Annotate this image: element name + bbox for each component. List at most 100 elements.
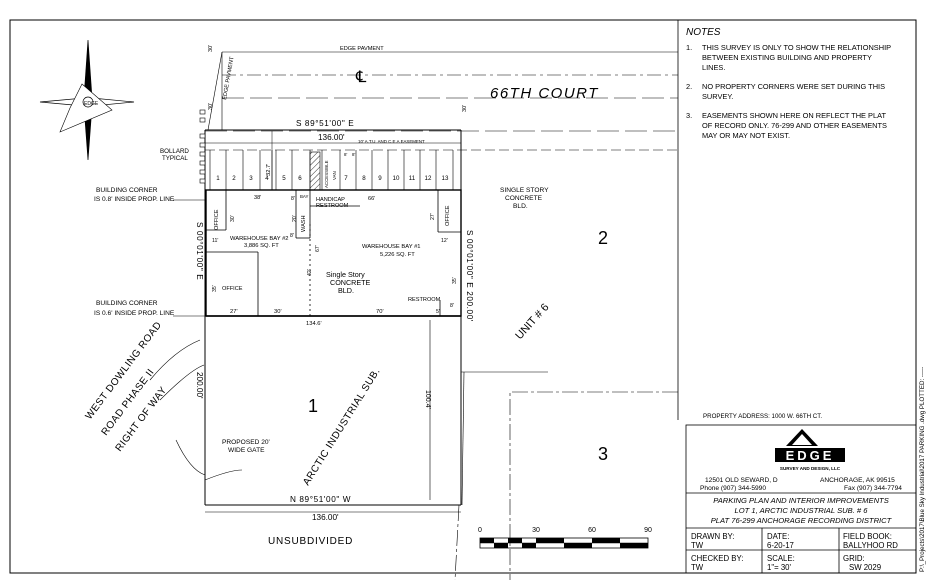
restroom-label: RESTROOM: [408, 297, 441, 303]
stall-number: 9: [378, 175, 382, 182]
stall-number: 2: [232, 175, 236, 182]
dim-label: 8': [344, 152, 347, 157]
company-fax: Fax (907) 344-7794: [844, 485, 902, 492]
bollard-label: BOLLARD: [160, 148, 189, 155]
south-bearing: N 89°51'00" W: [290, 495, 351, 504]
stall-number: 13: [442, 175, 449, 182]
note-line: EASEMENTS SHOWN HERE ON REFLECT THE PLAT: [702, 111, 886, 120]
bollard-label: TYPICAL: [162, 155, 188, 162]
lot-number: 2: [598, 228, 608, 248]
north-bearing: S 89°51'00" E: [296, 119, 354, 128]
dim-label: 30': [208, 45, 214, 52]
interior-walls: [206, 190, 461, 317]
building-label: CONCRETE: [330, 278, 371, 287]
dim-label: 70': [376, 309, 384, 315]
unsubdivided-label: UNSUBDIVIDED: [268, 536, 353, 547]
note-line: LINES.: [702, 63, 725, 72]
stall-number: 4: [265, 175, 269, 182]
van-label: VAN: [332, 171, 337, 180]
scale-tick-label: 90: [644, 527, 652, 534]
sheet-border: [9, 19, 917, 574]
building-corner-note: IS 0.6' INSIDE PROP. LINE: [94, 310, 175, 317]
note-line: NO PROPERTY CORNERS WERE SET DURING THIS: [702, 82, 885, 91]
notes-title: NOTES: [686, 27, 721, 38]
stall-number: 8: [362, 175, 366, 182]
east-bearing: S 00°01'00" E 200.00': [465, 230, 474, 322]
scale-tick-label: 60: [588, 527, 596, 534]
dim-label: 42': [307, 269, 313, 276]
dim-label: 20': [292, 215, 298, 222]
wash-bay-label: BAY: [300, 194, 309, 199]
warehouse-bay-1-area: 5,226 SQ. FT: [380, 252, 415, 258]
road-66th-court: [205, 51, 678, 151]
easement-label: 10' A.T.U. AND C.E.A EASEMENT: [358, 139, 425, 144]
dim-label: 35': [212, 285, 218, 292]
stall-number: 6: [298, 175, 302, 182]
building-corner-note: BUILDING CORNER: [96, 300, 158, 307]
warehouse-bay-2-area: 3,886 SQ. FT: [244, 243, 279, 249]
dim-label: 100.4': [424, 390, 431, 409]
road-name: 66TH COURT: [490, 85, 599, 102]
stall-number: 10: [393, 175, 400, 182]
note-number: 2.: [686, 82, 692, 91]
north-length: 136.00': [318, 133, 345, 142]
checked-by-label: CHECKED BY:: [691, 554, 743, 563]
project-line-2: LOT 1, ARCTIC INDUSTRIAL SUB. # 6: [735, 506, 869, 515]
file-path: P:\_Projects\2017\Blue Sky Industrial\20…: [919, 367, 926, 572]
north-arrow-icon: EDGE: [39, 39, 135, 161]
scale-bar: 0 30 60 90: [478, 527, 652, 549]
company-address: 12501 OLD SEWARD, D: [705, 477, 778, 484]
dim-label: 67': [315, 245, 321, 252]
west-bearing: S 00°01'00" E: [195, 222, 204, 280]
accessible-label: ACCESSIBLE: [324, 160, 329, 188]
note-line: MAY OR MAY NOT EXIST.: [702, 131, 790, 140]
logo-word: EDGE: [786, 448, 835, 463]
dim-label: 11': [212, 238, 218, 244]
dim-label: 8': [352, 152, 355, 157]
gate-label: WIDE GATE: [228, 447, 265, 454]
dim-label: 35': [452, 277, 458, 284]
scale-tick-label: 0: [478, 527, 482, 534]
stall-number: 3: [249, 175, 253, 182]
east-building-label: BLD.: [513, 203, 528, 210]
project-line-1: PARKING PLAN AND INTERIOR IMPROVEMENTS: [713, 496, 889, 505]
building-label: BLD.: [338, 286, 354, 295]
dim-label: 5': [436, 309, 440, 315]
dim-label: 27': [430, 213, 436, 220]
building-label: Single Story: [326, 270, 365, 279]
warehouse-bay-2-label: WAREHOUSE BAY #2: [230, 236, 289, 242]
office-label: OFFICE: [214, 209, 220, 230]
note-line: THIS SURVEY IS ONLY TO SHOW THE RELATION…: [702, 43, 891, 52]
grid-label: GRID:: [843, 554, 865, 563]
road-curves: [149, 339, 243, 481]
note-line: BETWEEN EXISTING BUILDING AND PROPERTY: [702, 53, 872, 62]
date-value: 6-20-17: [767, 541, 794, 550]
dim-label: 30': [230, 215, 236, 222]
company-city: ANCHORAGE, AK 99515: [820, 477, 895, 484]
note-number: 3.: [686, 111, 692, 120]
note-line: OF RECORD ONLY. 76-299 AND OTHER EASEMEN…: [702, 121, 887, 130]
dim-label: 30': [208, 103, 214, 110]
unit-label: UNIT # 6: [513, 301, 551, 342]
wash-bay-label: WASH: [301, 215, 307, 232]
checked-by-value: TW: [691, 563, 704, 572]
logo-subtitle: SURVEY AND DESIGN, LLC: [780, 466, 841, 471]
drawn-by-value: TW: [691, 541, 704, 550]
dim-label: 8': [291, 196, 295, 202]
handicap-label: RESTROOM: [316, 203, 349, 209]
drawn-by-label: DRAWN BY:: [691, 532, 734, 541]
stall-number: 5: [282, 175, 286, 182]
scale-tick-label: 30: [532, 527, 540, 534]
stall-number: 11: [409, 175, 416, 182]
bollards: [199, 109, 206, 184]
title-block: [685, 424, 917, 574]
note-line: SURVEY.: [702, 92, 733, 101]
lot-number: 3: [598, 444, 608, 464]
dim-label: 66': [368, 196, 375, 202]
east-building-label: SINGLE STORY: [500, 187, 549, 194]
stall-number: 12: [425, 175, 432, 182]
gate-label: PROPOSED 20': [222, 439, 270, 446]
building-corner-note: BUILDING CORNER: [96, 187, 158, 194]
subdivision-label: ARCTIC INDUSTRIAL SUB.: [301, 366, 383, 487]
